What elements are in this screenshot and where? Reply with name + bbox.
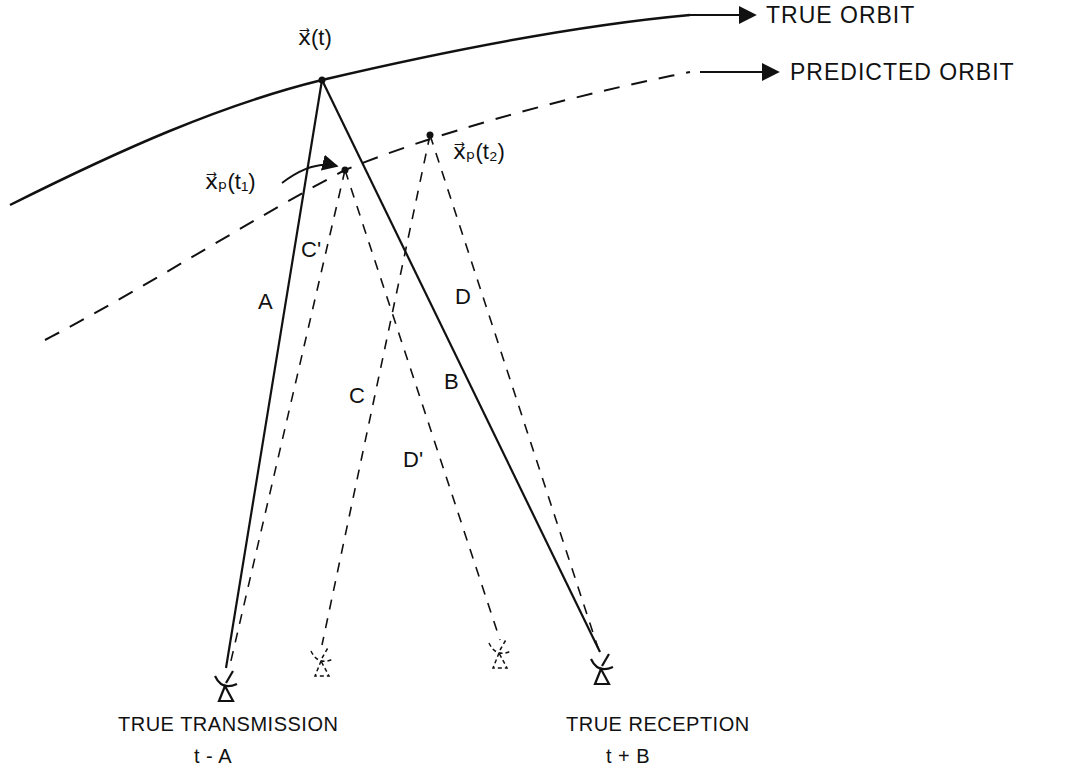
transmit-antenna (215, 671, 237, 701)
path-c (322, 135, 430, 645)
predicted-transmit-antenna (311, 646, 333, 676)
segment-label: C' (301, 238, 321, 262)
segment-label: A (258, 290, 273, 314)
station-label: TRUE RECEPTION (566, 712, 750, 736)
legend-text: PREDICTED ORBIT (790, 60, 1015, 84)
legend-line-predicted (700, 71, 778, 73)
time-label: t + B (606, 744, 650, 768)
path-d (430, 135, 598, 648)
receive-antenna (591, 654, 613, 684)
true-point (319, 77, 326, 84)
vector-label: x⃗ₚ(t₁) (205, 170, 256, 194)
vector-label: x⃗(t) (298, 26, 332, 50)
predicted-receive-antenna (489, 638, 511, 668)
segment-label: D (455, 285, 471, 309)
segment-label: B (444, 370, 459, 394)
true-orbit (10, 15, 690, 205)
predicted-point-2 (427, 132, 434, 139)
path-b (322, 80, 600, 652)
leader-arrow (282, 165, 337, 183)
legend-text: TRUE ORBIT (766, 3, 915, 27)
predicted-orbit (45, 72, 690, 340)
vector-label: x⃗ₚ(t₂) (453, 140, 505, 164)
predicted-point-1 (342, 167, 349, 174)
segment-label: C (349, 384, 365, 408)
legend-line-true (690, 14, 755, 16)
path-c-prime (230, 170, 345, 665)
path-d-prime (345, 170, 500, 640)
segment-label: D' (403, 448, 423, 472)
station-label: TRUE TRANSMISSION (118, 712, 338, 736)
time-label: t - A (194, 744, 232, 768)
